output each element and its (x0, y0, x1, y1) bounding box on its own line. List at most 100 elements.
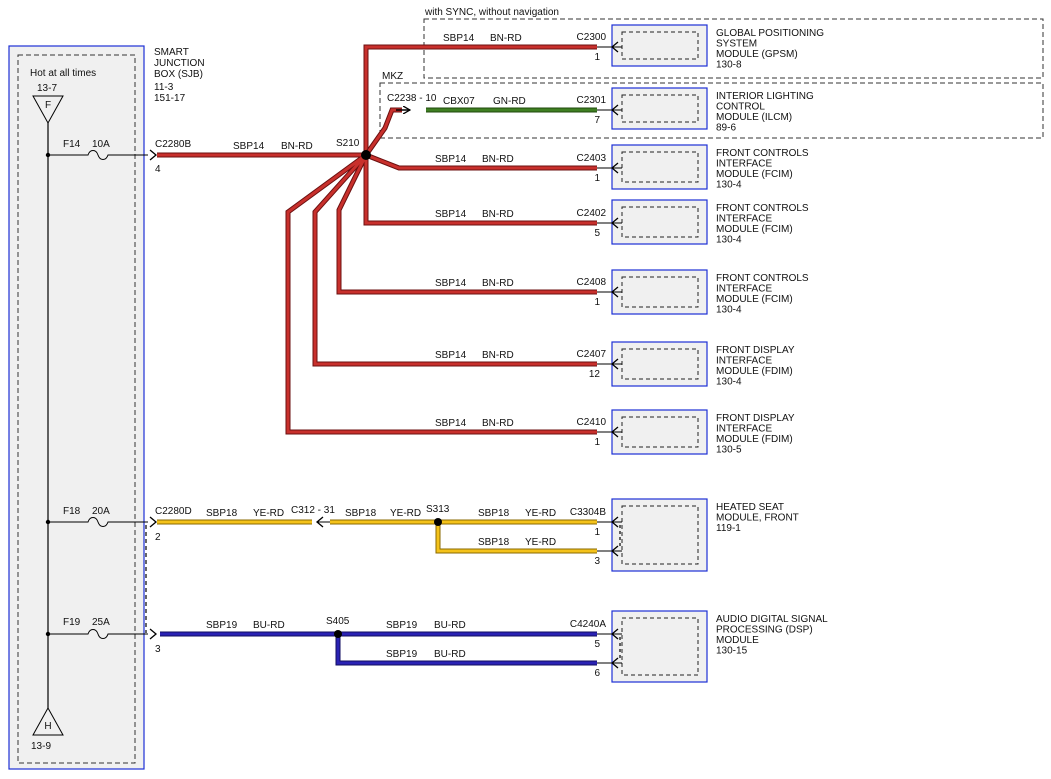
c2280d-3-arrow (149, 628, 158, 640)
module-c2410-name-line-3: MODULE (FDIM) (716, 434, 793, 445)
wire-label-color: BN-RD (482, 418, 514, 429)
wire-label-color: BU-RD (434, 649, 466, 660)
module-c2403-name-line-3: MODULE (FCIM) (716, 169, 793, 180)
module-c3304b-pin-arrow (610, 516, 619, 528)
splice-s313 (434, 518, 442, 526)
option-box-sync (423, 18, 1044, 79)
splice-s405-label: S405 (326, 616, 350, 627)
wire-label-color: YE-RD (253, 508, 284, 519)
fuse-f19-name: F19 (63, 617, 81, 628)
module-c4240a-pin-6: 6 (594, 668, 600, 679)
module-c2301-connector-label: C2301 (577, 95, 607, 106)
module-c4240a-ref: 130-15 (716, 646, 748, 657)
top-page-ref: 13-7 (37, 83, 57, 94)
feed-h-triangle (32, 706, 64, 736)
hot-at-all-times-label: Hot at all times (30, 68, 96, 79)
wire-label-color: BN-RD (281, 141, 313, 152)
module-c2407-pin-arrow (610, 358, 619, 370)
wire-label-color: BN-RD (482, 350, 514, 361)
fuse-f14-rating: 10A (92, 139, 110, 150)
module-c2300-name-line-2: SYSTEM (716, 39, 757, 50)
module-c4240a-box (611, 610, 708, 683)
feed-f-symbol: F (45, 100, 51, 111)
fuse-f14-icon (48, 150, 148, 160)
wire-label-circuit: SBP14 (435, 418, 467, 429)
module-c2300-box (611, 24, 708, 67)
c2280b-arrow (149, 149, 158, 161)
module-c2301-box (611, 87, 708, 130)
module-c2403-connector-label: C2403 (577, 153, 607, 164)
module-c2408-pin-1: 1 (594, 297, 600, 308)
wire-label-circuit: SBP18 (478, 537, 510, 548)
c2238-name: C2238 (387, 93, 417, 104)
module-c2407-pin-12: 12 (589, 369, 601, 380)
module-c3304b-box (611, 498, 708, 572)
module-c3304b-inner-box (621, 505, 699, 565)
wire-label-circuit: CBX07 (443, 96, 475, 107)
module-c3304b-pin-arrow (610, 545, 619, 557)
wire-label-circuit: SBP14 (435, 278, 467, 289)
wire-label-circuit: SBP18 (478, 508, 510, 519)
module-c2402-connector-label: C2402 (577, 208, 607, 219)
module-c2407-connector-label: C2407 (577, 349, 607, 360)
module-c2301-inner-box (621, 94, 699, 123)
module-c4240a-name-line-3: MODULE (716, 635, 759, 646)
wire-blue-outline (160, 631, 597, 666)
c2280d-2-arrow (149, 516, 158, 528)
module-c2410-pin-arrow (610, 426, 619, 438)
module-c4240a-pin-5: 5 (594, 639, 600, 650)
wire-label-color: BN-RD (490, 33, 522, 44)
wire-label-circuit: SBP18 (345, 508, 377, 519)
module-c4240a-name-line-2: PROCESSING (DSP) (716, 625, 813, 636)
splice-s210-label: S210 (336, 138, 360, 149)
fuse-f18-rating: 20A (92, 506, 110, 517)
module-c2407-ref: 130-4 (716, 377, 742, 388)
module-c2408-name-line-3: MODULE (FCIM) (716, 294, 793, 305)
module-c3304b-ref: 119-1 (716, 523, 741, 534)
wire-label-circuit: SBP14 (233, 141, 265, 152)
module-c4240a-pin-arrow (610, 657, 619, 669)
module-c2402-name-line-1: FRONT CONTROLS (716, 203, 809, 214)
module-c2407-name-line-2: INTERFACE (716, 356, 772, 367)
module-c4240a-name-line-1: AUDIO DIGITAL SIGNAL (716, 614, 828, 625)
splice-s210 (361, 150, 371, 160)
module-c2408-ref: 130-4 (716, 305, 742, 316)
module-c3304b-name-line-1: HEATED SEAT (716, 502, 784, 513)
module-c2403-pin-arrow (610, 162, 619, 174)
module-c2300-pin-arrow (610, 41, 619, 53)
wire-label-color: BU-RD (434, 620, 466, 631)
module-c3304b-connector-label: C3304B (570, 507, 606, 518)
wire-blue-core (160, 632, 597, 665)
sjb-outline (8, 45, 145, 770)
module-c2403-pin-1: 1 (594, 173, 600, 184)
module-c2402-inner-box (621, 206, 699, 238)
splice-s313-label: S313 (426, 504, 450, 515)
module-c2301-pin-arrow (610, 104, 619, 116)
wire-label-color: BN-RD (482, 209, 514, 220)
fuse-f18-name: F18 (63, 506, 81, 517)
wire-label-circuit: SBP14 (435, 209, 467, 220)
module-c2403-inner-box (621, 151, 699, 183)
c2280d-pin-3: 3 (155, 644, 161, 655)
fuse-f19-rating: 25A (92, 617, 110, 628)
wire-labels: SBP14 BN-RD SBP14 BN-RD CBX07 GN-RD SBP1… (206, 33, 556, 660)
c312-label: C312 - 31 (291, 505, 335, 516)
module-c2300-inner-box (621, 31, 699, 60)
wire-label-circuit: SBP14 (435, 350, 467, 361)
fuse-f18-icon (48, 517, 148, 527)
wire-yellow-core-2 (330, 520, 597, 553)
module-c2402-ref: 130-4 (716, 235, 742, 246)
module-c2407-name-line-3: MODULE (FDIM) (716, 366, 793, 377)
module-c2402-name-line-3: MODULE (FCIM) (716, 224, 793, 235)
sjb-title-line-1: SMART (154, 47, 189, 58)
module-c2300-pin-1: 1 (594, 52, 600, 63)
module-c2403-ref: 130-4 (716, 180, 742, 191)
module-c2402-name-line-2: INTERFACE (716, 214, 772, 225)
sjb-title-line-3: BOX (SJB) (154, 69, 203, 80)
module-c2300-name-line-3: MODULE (GPSM) (716, 49, 798, 60)
sbp14-harness (157, 44, 597, 435)
module-c2410-name-line-2: INTERFACE (716, 424, 772, 435)
module-c3304b-pin-3: 3 (594, 556, 600, 567)
option-box-sync-label: with SYNC, without navigation (424, 7, 559, 18)
